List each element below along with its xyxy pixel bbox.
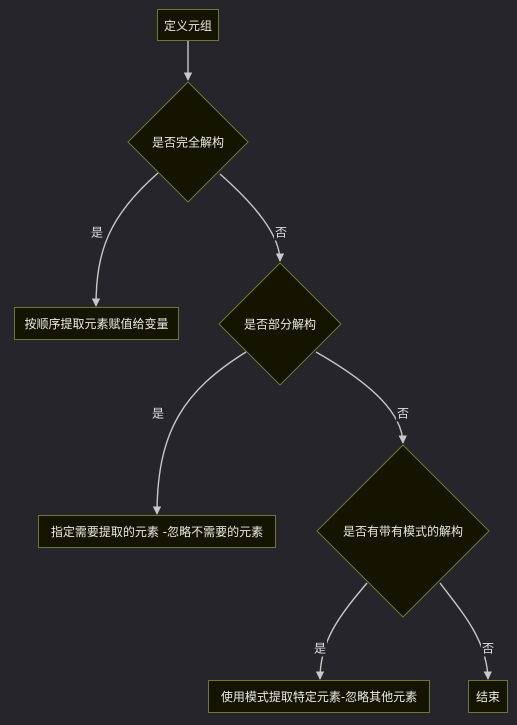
decision-full-label: 是否完全解构 [151,135,225,150]
edge-full-no [219,173,285,262]
edge-partial-yes [152,351,247,515]
node-end-label: 结束 [475,690,500,704]
edge-pattern-yes [315,582,368,680]
edge-label-pattern-no: 否 [480,639,496,657]
node-seq-assign-label: 按顺序提取元素赋值给变量 [24,317,169,331]
decision-partial-label: 是否部分解构 [243,317,317,332]
edge-label-full-yes: 是 [89,223,105,241]
node-pattern-extract: 使用模式提取特定元素-忽略其他元素 [208,680,430,713]
edge-partial-no [315,351,407,444]
decision-diamond-full [127,81,249,203]
node-start: 定义元组 [157,9,219,41]
node-end: 结束 [468,680,508,713]
edge-label-full-no: 否 [273,223,289,241]
decision-diamond-partial [218,262,342,386]
node-pattern-extract-label: 使用模式提取特定元素-忽略其他元素 [220,690,418,704]
node-seq-assign: 按顺序提取元素赋值给变量 [14,307,179,340]
edge-full-yes [91,172,159,307]
node-partial-extract: 指定需要提取的元素 -忽略不需要的元素 [38,515,276,548]
edge-label-partial-no: 否 [395,404,411,422]
node-partial-extract-label: 指定需要提取的元素 -忽略不需要的元素 [50,525,264,539]
node-start-label: 定义元组 [163,18,212,33]
edge-pattern-no [439,582,493,680]
decision-diamond-pattern [316,444,490,618]
edge-label-partial-yes: 是 [150,404,166,422]
edge-label-pattern-yes: 是 [312,639,328,657]
decision-pattern-label: 是否有带有模式的解构 [342,524,464,539]
